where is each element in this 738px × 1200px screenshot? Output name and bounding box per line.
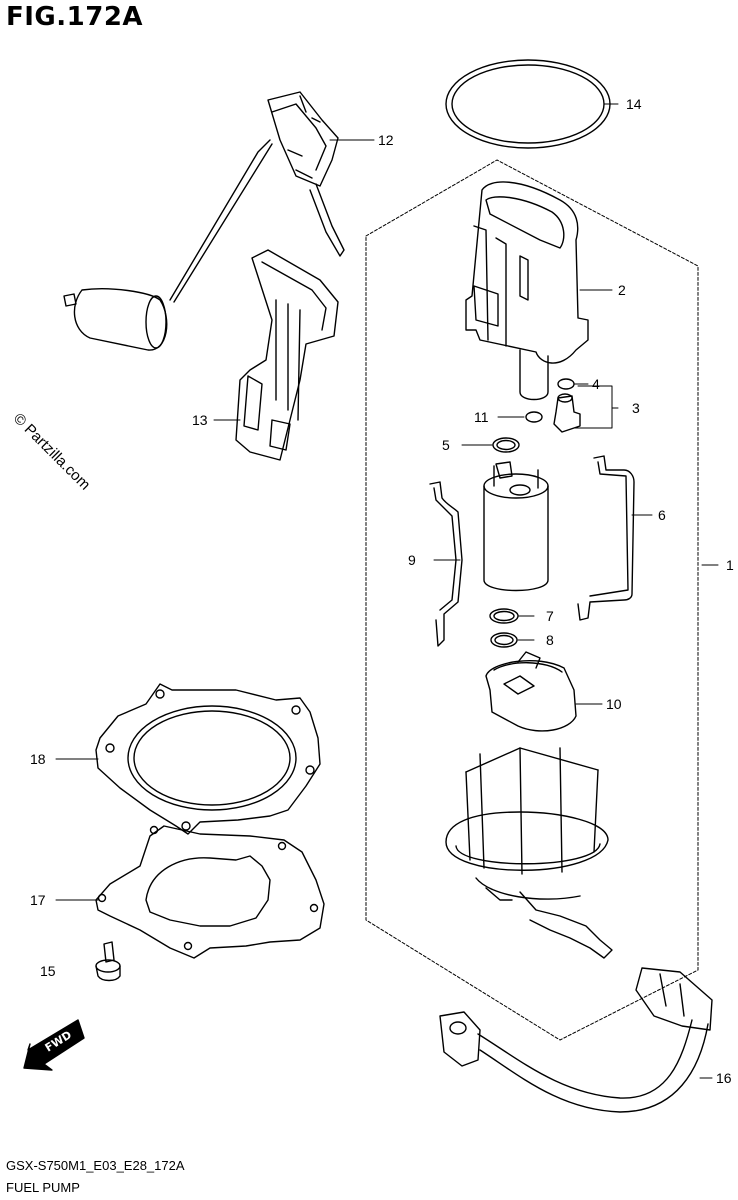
plate-part-17 <box>95 825 325 959</box>
regulator-part-3 <box>553 393 581 433</box>
callout-1: 1 <box>726 557 734 573</box>
callout-6: 6 <box>658 507 666 523</box>
callout-leaders <box>55 103 719 1079</box>
o-ring-part-11 <box>525 411 543 423</box>
callout-13: 13 <box>192 412 208 428</box>
callout-4: 4 <box>592 376 600 392</box>
callout-18: 18 <box>30 751 46 767</box>
callout-2: 2 <box>618 282 626 298</box>
lead-wire-part-9 <box>429 481 463 647</box>
screw-part-15 <box>95 941 121 982</box>
callout-10: 10 <box>606 696 622 712</box>
seal-part-4 <box>557 378 575 390</box>
fuel-hose-part-16 <box>439 967 713 1113</box>
callout-12: 12 <box>378 132 394 148</box>
callout-11: 11 <box>474 409 489 425</box>
pump-flange-housing <box>445 747 613 959</box>
figure-title: FIG.172A <box>6 2 144 32</box>
callout-3: 3 <box>632 400 640 416</box>
pump-case-part-2 <box>465 181 589 401</box>
pump-bracket-part-13 <box>235 249 339 461</box>
callout-8: 8 <box>546 632 554 648</box>
callout-15: 15 <box>40 963 56 979</box>
assembly-boundary <box>365 159 699 1041</box>
callout-16: 16 <box>716 1070 732 1086</box>
callout-14: 14 <box>626 96 642 112</box>
callout-labels: 14 12 2 4 3 11 5 6 1 9 7 8 10 13 18 17 1… <box>30 96 734 1086</box>
o-ring-part-7 <box>489 608 519 624</box>
forward-direction-arrow: FWD <box>23 1019 85 1071</box>
o-ring-part-5 <box>492 437 520 453</box>
o-ring-part-8 <box>490 632 518 648</box>
o-ring-part-14 <box>445 59 611 149</box>
callout-7: 7 <box>546 608 554 624</box>
fuel-level-gauge-part-12 <box>63 91 345 351</box>
figure-name: FUEL PUMP <box>6 1180 80 1195</box>
callout-5: 5 <box>442 437 450 453</box>
fuel-pump-motor <box>483 461 549 592</box>
callout-17: 17 <box>30 892 46 908</box>
figure-code: GSX-S750M1_E03_E28_172A <box>6 1158 185 1173</box>
callout-9: 9 <box>408 552 416 568</box>
lead-wire-part-6 <box>577 455 635 621</box>
gasket-part-18 <box>95 683 321 835</box>
cushion-part-10 <box>485 651 577 732</box>
